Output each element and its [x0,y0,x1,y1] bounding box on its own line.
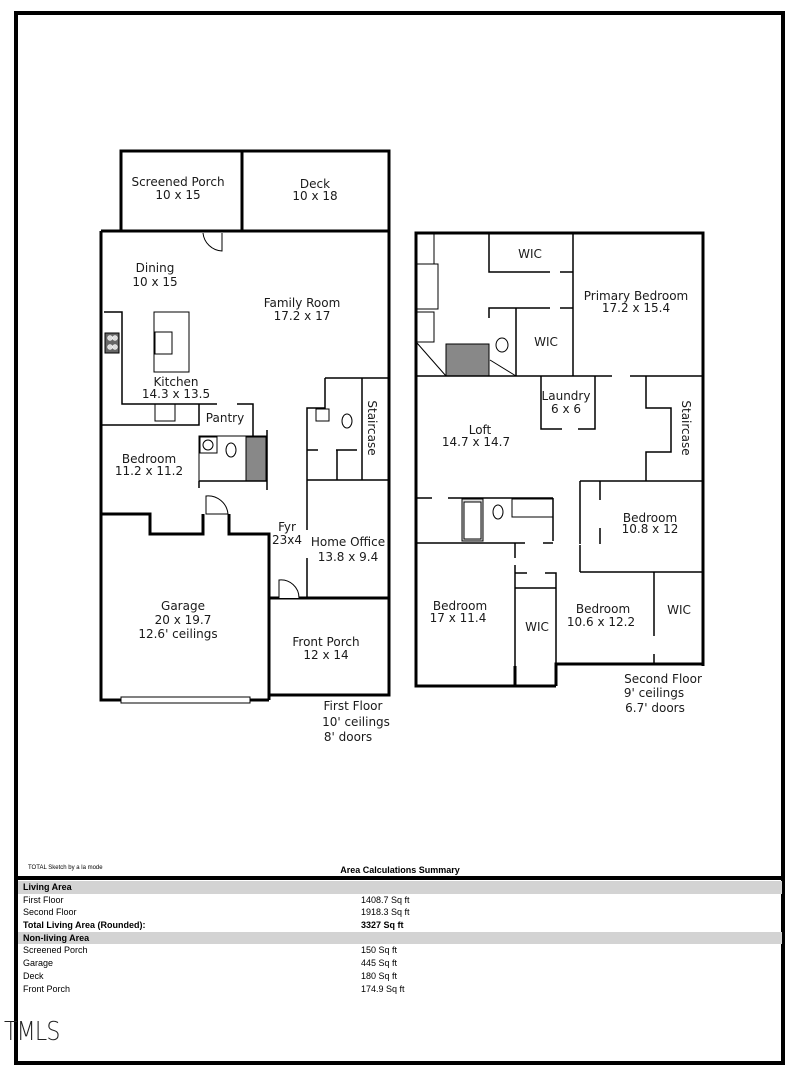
svg-text:17.2 x 15.4: 17.2 x 15.4 [602,301,670,315]
svg-text:10 x 18: 10 x 18 [292,189,337,203]
svg-text:14.3 x 13.5: 14.3 x 13.5 [142,387,210,401]
svg-text:13.8 x 9.4: 13.8 x 9.4 [318,550,379,564]
summary-row-living-area: Living Area [18,881,782,894]
svg-text:Bedroom: Bedroom [576,602,630,616]
svg-text:Bedroom: Bedroom [433,599,487,613]
svg-text:6.7' doors: 6.7' doors [625,701,685,715]
svg-text:Bedroom: Bedroom [122,452,176,466]
svg-text:10.8 x 12: 10.8 x 12 [622,522,679,536]
summary-row-screened-porch: Screened Porch 150 Sq ft [23,945,398,956]
svg-text:Staircase: Staircase [365,400,379,455]
svg-text:WIC: WIC [518,247,542,261]
svg-text:WIC: WIC [534,335,558,349]
svg-text:6 x 6: 6 x 6 [551,402,581,416]
svg-text:Staircase: Staircase [679,400,693,455]
svg-text:Primary Bedroom: Primary Bedroom [584,289,688,303]
svg-text:10.6 x 12.2: 10.6 x 12.2 [567,615,635,629]
svg-text:Second Floor: Second Floor [624,672,702,686]
svg-text:Garage: Garage [161,599,205,613]
svg-text:20 x 19.7: 20 x 19.7 [155,613,212,627]
svg-text:First Floor: First Floor [324,699,383,713]
svg-text:12 x 14: 12 x 14 [303,648,348,662]
page-frame [14,11,785,1065]
svg-text:23x4: 23x4 [272,533,302,547]
summary-row-non-living-area: Non-living Area [18,931,782,945]
tmls-logo: TMLS [4,1017,60,1047]
svg-text:Dining: Dining [136,261,175,275]
summary-row-front-porch: Front Porch 174.9 Sq ft [23,983,405,994]
svg-text:Front Porch: Front Porch [292,635,359,649]
svg-text:12.6' ceilings: 12.6' ceilings [138,627,217,641]
svg-text:8' doors: 8' doors [324,730,372,744]
first-floor-plan [99,149,391,704]
summary-row-first-floor: First Floor 1408.7 Sq ft [23,894,410,905]
svg-text:Fyr: Fyr [278,520,296,534]
summary-row-second-floor: Second Floor 1918.3 Sq ft [23,907,410,918]
svg-text:10 x 15: 10 x 15 [155,188,200,202]
svg-text:Kitchen: Kitchen [153,375,198,389]
svg-text:17.2 x 17: 17.2 x 17 [274,309,331,323]
svg-text:Laundry: Laundry [542,389,591,403]
svg-text:14.7 x 14.7: 14.7 x 14.7 [442,435,510,449]
svg-text:17 x 11.4: 17 x 11.4 [430,611,487,625]
svg-text:WIC: WIC [667,603,691,617]
svg-text:Deck: Deck [300,177,330,191]
sketch-credit: TOTAL Sketch by a la mode [28,865,103,871]
svg-text:Screened Porch: Screened Porch [131,175,224,189]
area-summary-table: Living Area First Floor 1408.7 Sq ft Sec… [18,881,782,995]
svg-text:9' ceilings: 9' ceilings [624,686,684,700]
summary-divider [14,876,785,880]
summary-row-total-living: Total Living Area (Rounded): 3327 Sq ft [23,920,404,931]
svg-text:Pantry: Pantry [206,411,244,425]
svg-text:10 x 15: 10 x 15 [132,275,177,289]
svg-text:Loft: Loft [469,423,492,437]
summary-row-garage: Garage 445 Sq ft [23,958,398,969]
svg-text:Home Office: Home Office [311,535,385,549]
svg-text:10' ceilings: 10' ceilings [322,715,390,729]
svg-text:Bedroom: Bedroom [623,511,677,525]
summary-row-deck: Deck 180 Sq ft [23,970,398,981]
svg-text:Family Room: Family Room [264,296,341,310]
svg-text:11.2 x 11.2: 11.2 x 11.2 [115,464,183,478]
second-floor-plan [414,231,706,691]
svg-text:WIC: WIC [525,620,549,634]
summary-title: Area Calculations Summary [340,865,460,875]
